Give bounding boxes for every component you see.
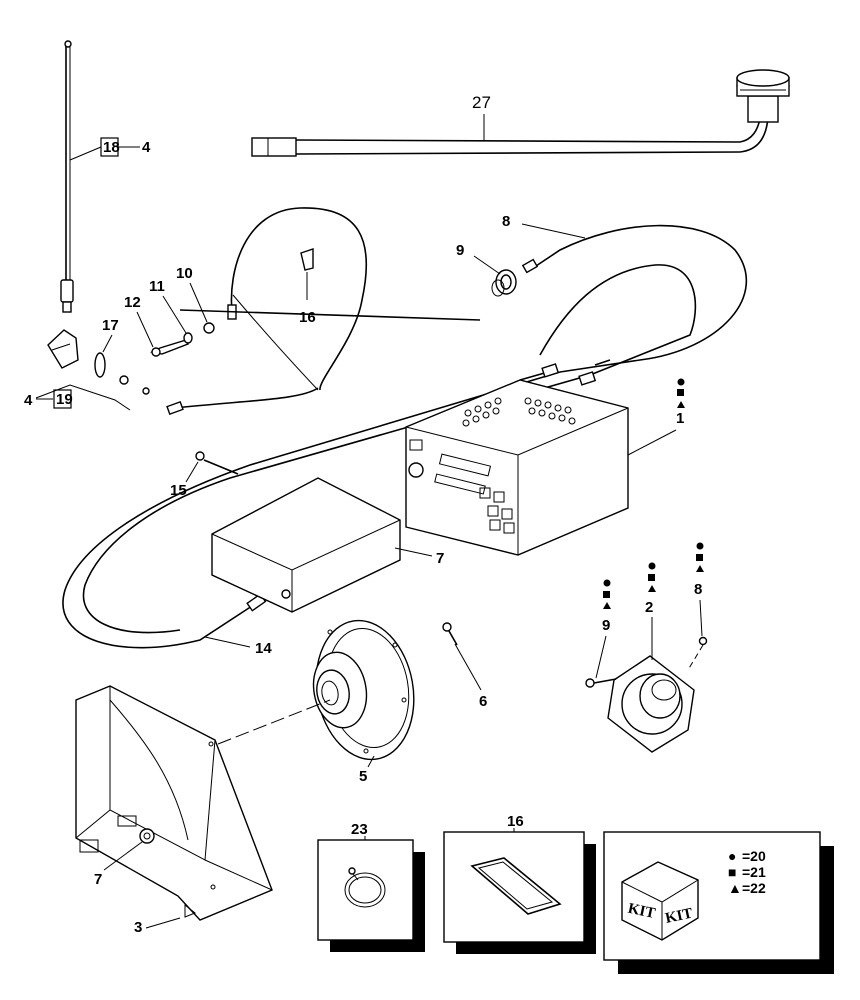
svg-text:1: 1	[676, 410, 684, 427]
svg-text:KIT: KIT	[664, 906, 694, 927]
svg-text:7: 7	[94, 871, 102, 888]
svg-text:6: 6	[479, 693, 487, 710]
svg-text:4: 4	[24, 392, 33, 409]
svg-text:2: 2	[645, 599, 653, 616]
radio-unit-1	[405, 379, 629, 556]
callout-3: 3	[134, 917, 181, 936]
clip-18	[300, 248, 314, 300]
svg-text:14: 14	[255, 640, 272, 657]
svg-text:3: 3	[134, 919, 142, 936]
svg-text:7: 7	[436, 550, 444, 567]
antenna-mast	[60, 40, 74, 313]
svg-text:=20: =20	[742, 848, 766, 864]
svg-text:=21: =21	[742, 864, 766, 880]
callout-8: 8 10 8	[694, 542, 704, 637]
svg-text:■: ■	[728, 864, 736, 880]
svg-text:12: 12	[124, 294, 141, 311]
speaker-5	[312, 619, 415, 761]
callout-18: 16	[299, 309, 316, 326]
callout-7: 12 7	[94, 841, 143, 888]
screw-6	[442, 622, 458, 646]
callout-25: 18 4	[69, 137, 151, 161]
callout-12: 7	[394, 547, 444, 567]
svg-text:4: 4	[142, 139, 151, 156]
leader-speaker-to-bracket	[217, 699, 331, 745]
screw-9	[585, 678, 617, 688]
svg-text:8: 8	[694, 581, 702, 598]
svg-text:18: 18	[103, 139, 120, 156]
svg-text:5: 5	[359, 768, 367, 785]
svg-text:27: 27	[472, 93, 491, 112]
nut-7	[139, 828, 155, 844]
screw-19	[195, 451, 239, 475]
callout-13: 10	[176, 265, 208, 323]
svg-text:▲: ▲	[728, 880, 742, 896]
svg-text:9: 9	[456, 242, 464, 259]
svg-text:16: 16	[507, 813, 524, 830]
callout-1: 1	[627, 378, 685, 456]
svg-text:9: 9	[602, 617, 610, 634]
nut-13	[203, 322, 215, 334]
svg-text:17: 17	[102, 317, 119, 334]
screw-8	[687, 636, 708, 671]
callout-6: 6	[454, 643, 487, 710]
svg-text:15: 15	[170, 482, 187, 499]
callout-11: 9	[456, 242, 501, 275]
amplifier-12	[211, 477, 401, 613]
radio-vents	[462, 397, 576, 427]
callout-5: 5	[359, 755, 375, 785]
svg-text:11: 11	[149, 278, 165, 295]
callout-24: 17	[102, 317, 119, 353]
callout-19: 15	[170, 461, 199, 499]
inset-23: 23	[317, 821, 425, 952]
extension-cable	[62, 224, 748, 649]
callout-9: 9 9	[595, 579, 611, 679]
svg-text:16: 16	[299, 309, 316, 326]
callout-26: 4 19	[24, 389, 73, 409]
svg-text:=22: =22	[742, 880, 766, 896]
callout-27: 27	[472, 93, 491, 140]
callout-15: 12	[124, 294, 154, 348]
grommet-11	[491, 269, 517, 297]
svg-text:KIT: KIT	[626, 901, 656, 922]
callout-10: 8	[502, 213, 586, 239]
callout-17: 14	[204, 636, 272, 657]
svg-text:10: 10	[176, 265, 193, 282]
tweeter-2	[607, 655, 695, 753]
antenna-base	[35, 329, 150, 411]
svg-text:●: ●	[728, 848, 736, 864]
screw-15	[149, 339, 189, 357]
washer-14	[183, 332, 193, 344]
harness-27	[251, 69, 790, 157]
kit-box: KIT KIT ● =20 ■ =21 ▲ =22	[603, 831, 834, 974]
callout-14: 11	[149, 278, 187, 334]
svg-text:23: 23	[351, 821, 368, 838]
svg-text:8: 8	[502, 213, 510, 230]
speaker-bracket-3	[75, 685, 273, 921]
inset-16: 13 16	[443, 813, 596, 954]
svg-text:19: 19	[56, 391, 73, 408]
callout-2: 2	[645, 562, 656, 660]
